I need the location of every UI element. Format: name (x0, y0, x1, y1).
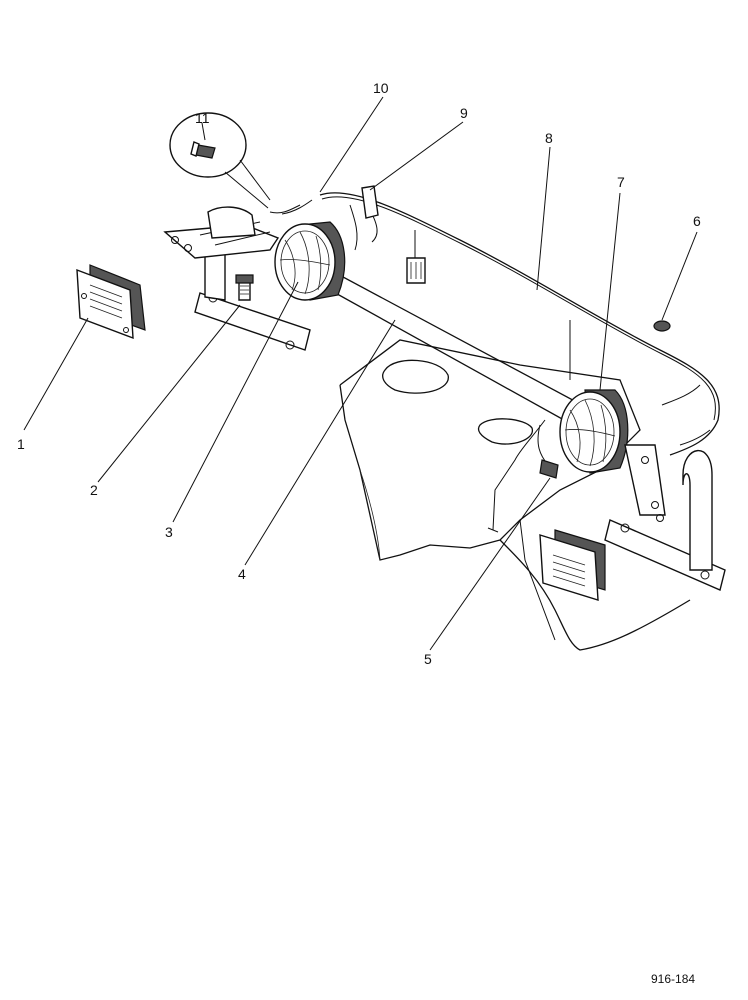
callout-8: 8 (545, 130, 553, 146)
callout-labels: 1 2 3 4 5 6 7 8 9 10 11 (17, 80, 701, 667)
left-stand (163, 206, 311, 351)
callout-1: 1 (17, 436, 25, 452)
clip (653, 320, 671, 332)
left-rear-light (76, 264, 146, 340)
callout-4: 4 (238, 566, 246, 582)
switch-wire (487, 419, 559, 533)
right-headlamp (559, 389, 629, 474)
figure-reference: 916-184 (651, 972, 695, 986)
wiring-harness (269, 192, 720, 456)
mounting-bar (329, 269, 611, 441)
callout-5: 5 (424, 651, 432, 667)
left-headlamp (274, 221, 346, 301)
callout-7: 7 (617, 174, 625, 190)
callout-2: 2 (90, 482, 98, 498)
detail-bubble (169, 112, 271, 209)
callout-11: 11 (195, 110, 210, 126)
right-stand (604, 444, 726, 591)
callout-9: 9 (460, 105, 468, 121)
callout-10: 10 (373, 80, 389, 96)
right-rear-light (539, 529, 606, 601)
callout-3: 3 (165, 524, 173, 540)
grommet (361, 185, 379, 219)
leader-lines (23, 96, 698, 651)
hood-body (339, 339, 691, 651)
bolt (235, 274, 254, 301)
callout-6: 6 (693, 213, 701, 229)
connector-block (406, 257, 426, 284)
